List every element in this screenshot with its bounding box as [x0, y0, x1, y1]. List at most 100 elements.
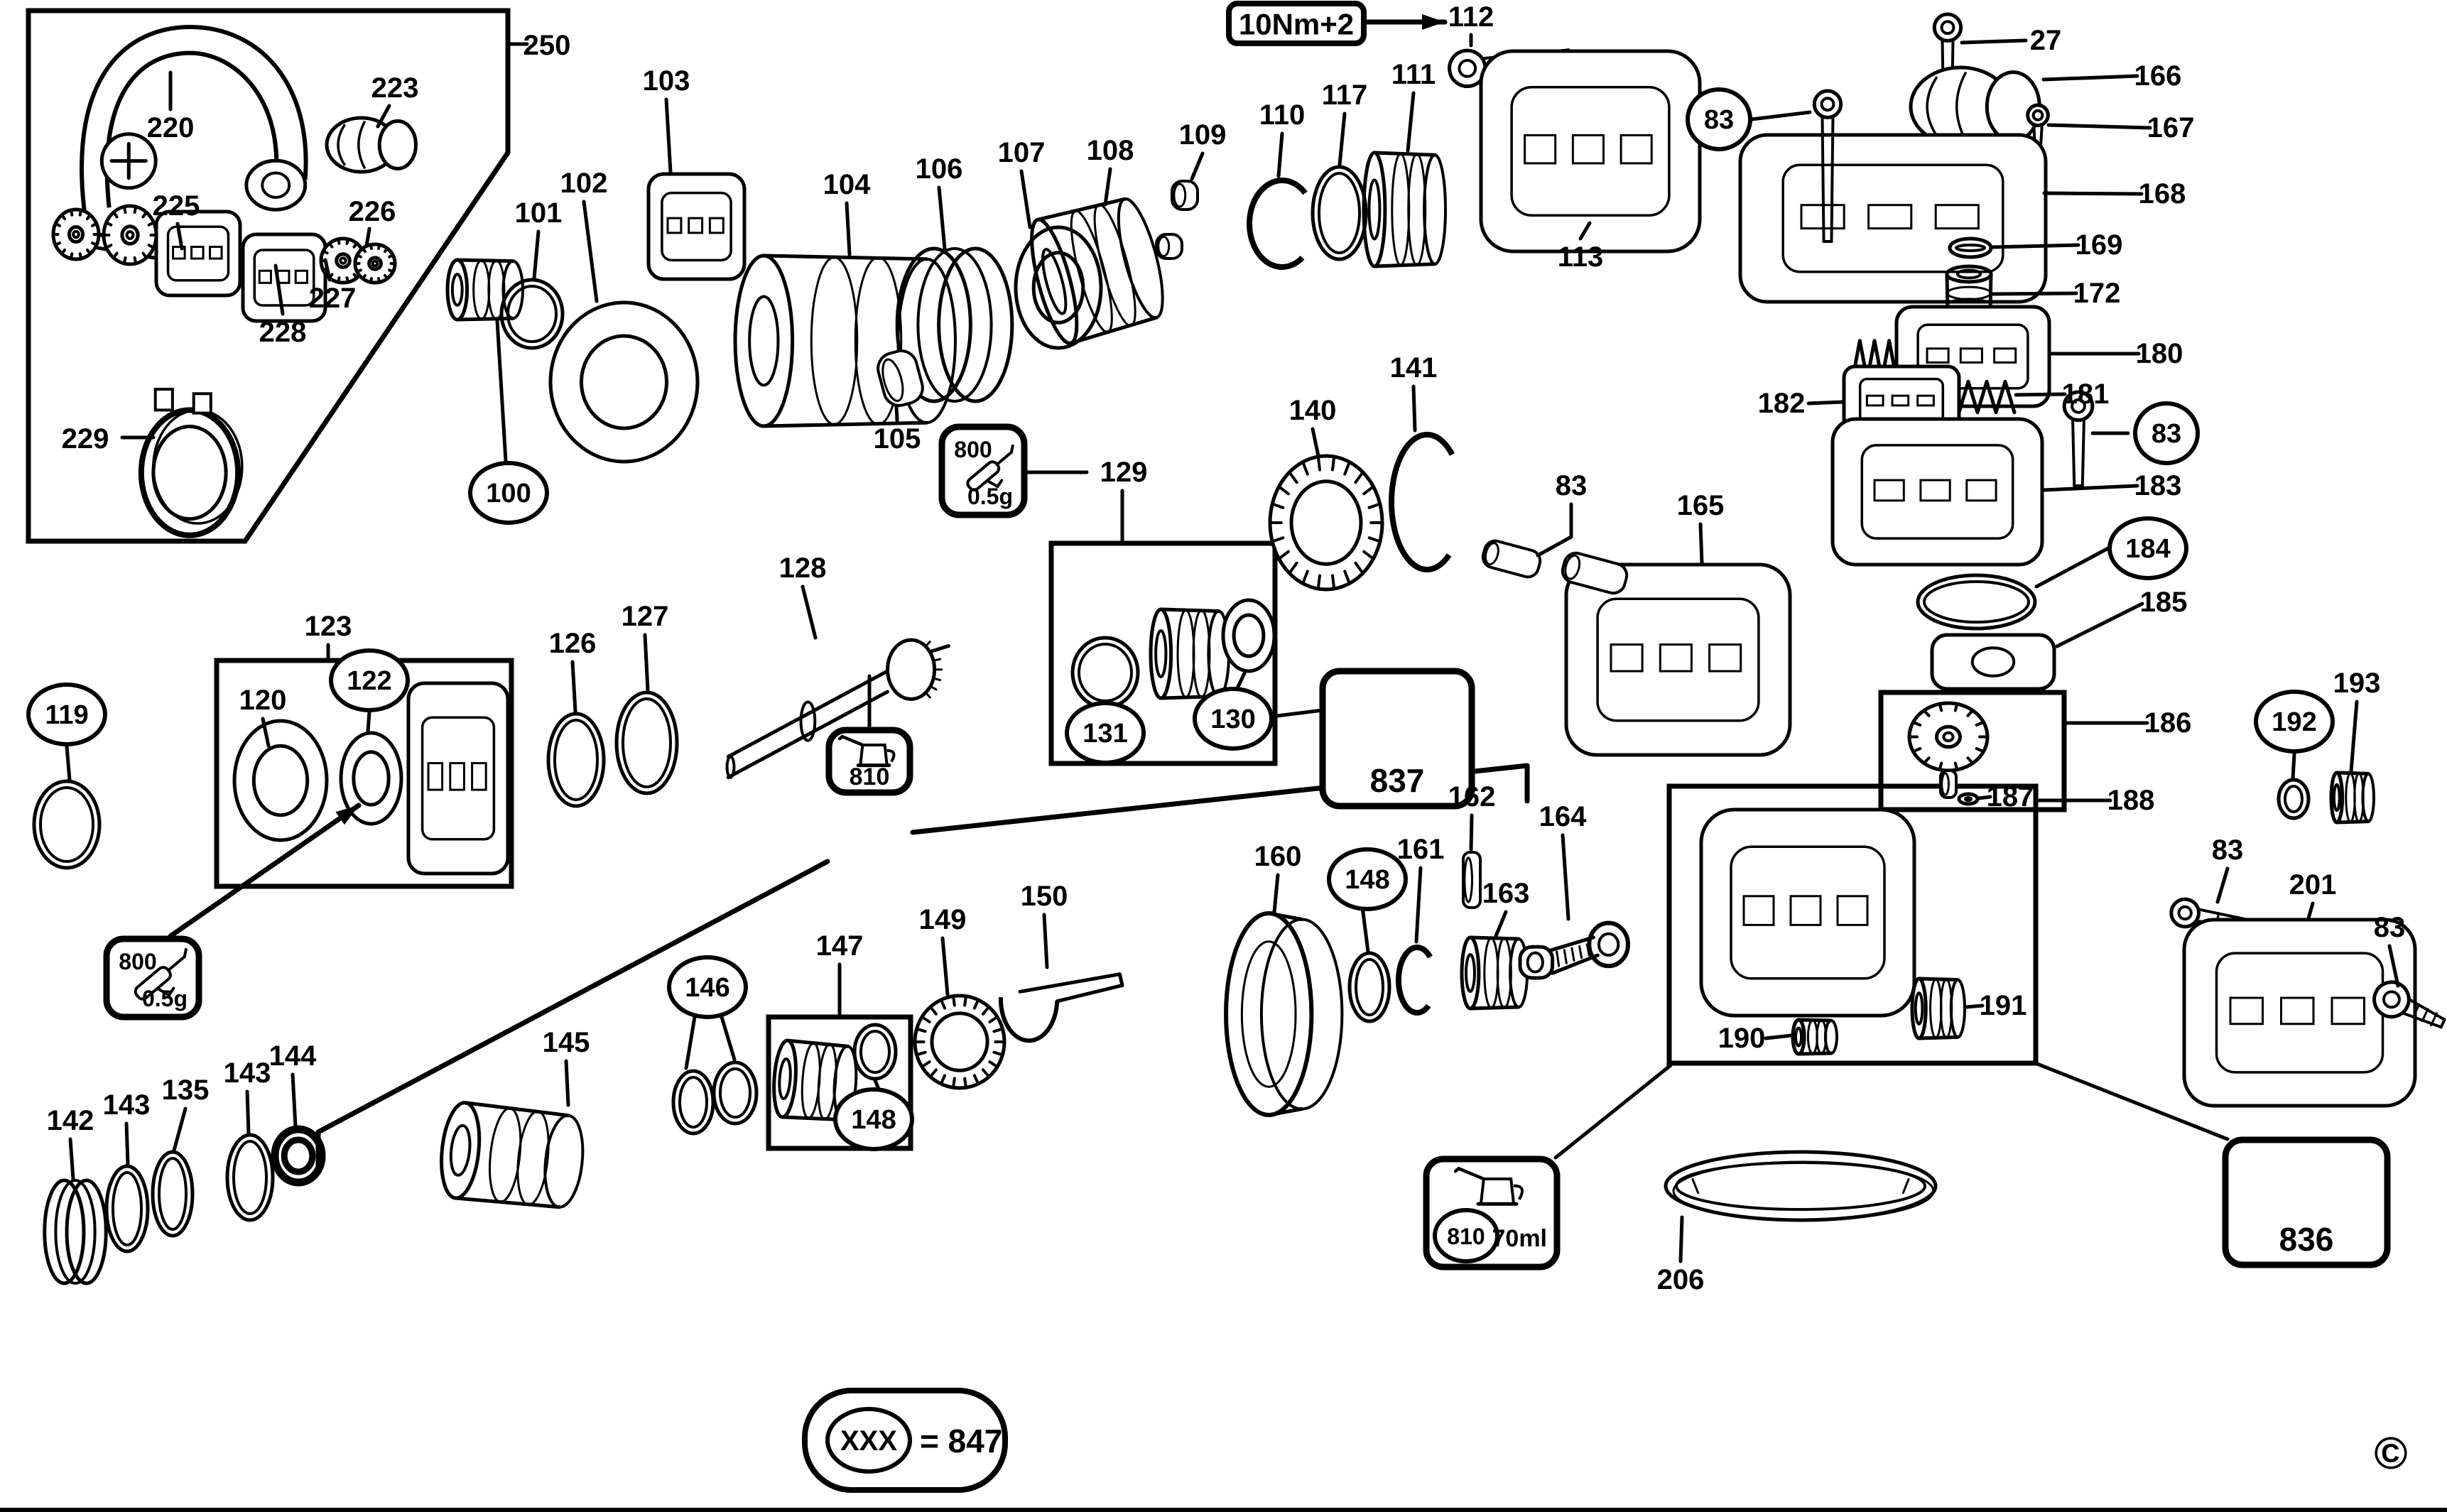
legend-xxx-847: XXX= 847 [802, 1388, 1008, 1493]
svg-text:117: 117 [1322, 80, 1368, 111]
svg-text:141: 141 [1390, 352, 1438, 384]
part-label-150-77: 150 [1021, 881, 1068, 969]
svg-text:167: 167 [2147, 112, 2195, 143]
part-label-107-15: 107 [998, 137, 1045, 229]
part-sketch-blob-46 [1699, 807, 1916, 1018]
svg-text:27: 27 [2030, 25, 2062, 56]
svg-text:113: 113 [1558, 241, 1604, 273]
svg-text:110: 110 [1259, 99, 1306, 131]
part-sketch-coil-15 [895, 246, 1014, 403]
part-label-228-6: 228 [259, 263, 306, 348]
part-label-144-71: 144 [269, 1040, 317, 1128]
part-label-129-55: 129 [1024, 457, 1147, 544]
group-129 [1048, 540, 1278, 766]
svg-text:810: 810 [1447, 1224, 1485, 1249]
part-sketch-pin-54 [1561, 551, 1629, 595]
svg-text:206: 206 [1657, 1264, 1705, 1295]
svg-text:181: 181 [2062, 379, 2110, 410]
part-sketch-pin-17 [877, 349, 924, 407]
part-label-111-20: 111 [1391, 59, 1436, 153]
part-label-148-61: 148 [1327, 847, 1408, 954]
part-sketch-spindle-67 [725, 638, 950, 780]
part-sketch-screwv-37 [1812, 89, 1843, 243]
part-sketch-oring-66 [614, 690, 679, 795]
part-sketch-oring-78 [712, 1060, 759, 1126]
part-label-123-48: 123 [305, 611, 352, 661]
svg-text:166: 166 [2134, 60, 2182, 92]
part-sketch-cyl-76 [440, 1101, 585, 1209]
part-sketch-pin-53 [1481, 539, 1542, 579]
part-label-225-3: 225 [153, 190, 200, 251]
svg-text:148: 148 [1345, 865, 1389, 895]
svg-text:128: 128 [779, 553, 827, 584]
part-sketch-ring-61 [232, 719, 329, 842]
part-label-27-23: 27 [1960, 25, 2062, 56]
part-sketch-ringdark-85 [271, 1125, 326, 1187]
part-sketch-gear-3 [51, 207, 101, 261]
svg-text:XXX: XXX [840, 1425, 897, 1457]
part-label-83-41: 83 [2212, 834, 2244, 904]
part-label-83-78: 83 [1686, 87, 1812, 151]
part-label-193-39: 193 [2333, 668, 2380, 773]
part-sketch-cyl-23 [1362, 151, 1448, 268]
part-sketch-pin-42 [1939, 769, 1958, 799]
svg-text:135: 135 [162, 1075, 210, 1106]
svg-text:192: 192 [2272, 707, 2316, 737]
part-sketch-screw-51 [2372, 980, 2446, 1029]
part-label-191-45: 191 [1964, 990, 2026, 1021]
svg-text:149: 149 [919, 904, 967, 935]
part-label-220-1: 220 [147, 70, 194, 143]
svg-text:83: 83 [1556, 470, 1588, 501]
part-label-127-53: 127 [622, 601, 668, 692]
part-label-229-7: 229 [62, 423, 156, 455]
part-label-140-58: 140 [1289, 395, 1336, 458]
svg-text:142: 142 [47, 1105, 94, 1136]
svg-text:145: 145 [543, 1027, 590, 1058]
svg-text:229: 229 [62, 423, 109, 455]
part-label-169-27: 169 [1990, 229, 2122, 261]
part-sketch-oring-22 [1311, 165, 1368, 261]
svg-text:100: 100 [486, 479, 531, 508]
svg-text:83: 83 [2212, 834, 2244, 866]
part-label-146-67: 146 [667, 955, 748, 1070]
part-label-161-62: 161 [1397, 834, 1444, 944]
svg-text:108: 108 [1087, 135, 1134, 166]
part-sketch-blob-52 [1564, 562, 1792, 757]
part-sketch-cring-21 [1247, 178, 1308, 270]
part-sketch-blob-25 [1479, 49, 1702, 254]
svg-text:70ml: 70ml [1492, 1225, 1548, 1252]
part-sketch-cring-70 [1396, 945, 1433, 1016]
part-label-167-25: 167 [2046, 112, 2195, 143]
svg-text:©: © [2374, 1427, 2407, 1479]
svg-text:105: 105 [874, 423, 921, 455]
svg-text:119: 119 [45, 700, 88, 730]
svg-text:143: 143 [103, 1089, 151, 1121]
svg-text:111: 111 [1391, 59, 1436, 90]
part-label-103-11: 103 [643, 65, 690, 174]
part-sketch-gear-41 [1907, 701, 1990, 773]
svg-text:122: 122 [347, 666, 391, 696]
svg-text:120: 120 [239, 685, 287, 716]
part-sketch-handle-0 [80, 24, 308, 214]
part-label-131-56: 131 [1065, 701, 1146, 765]
svg-text:172: 172 [2073, 278, 2121, 309]
svg-text:131: 131 [1083, 719, 1127, 749]
svg-text:83: 83 [2152, 419, 2181, 449]
svg-text:225: 225 [153, 190, 200, 222]
grease-gun-icon [966, 444, 1014, 491]
part-sketch-blob-13 [646, 172, 747, 281]
part-label-113-22: 113 [1558, 221, 1604, 273]
part-label-149-76: 149 [919, 904, 967, 996]
part-sketch-conrod-73 [1518, 920, 1630, 980]
svg-text:187: 187 [1987, 781, 2034, 812]
part-label-145-70: 145 [543, 1027, 590, 1107]
svg-text:130: 130 [1210, 705, 1255, 734]
svg-text:201: 201 [2289, 869, 2337, 901]
part-label-223-2: 223 [371, 72, 418, 129]
svg-text:109: 109 [1179, 119, 1227, 151]
part-sketch-ring-62 [339, 731, 403, 826]
svg-text:190: 190 [1718, 1023, 1766, 1054]
part-sketch-spring-35 [1957, 379, 2017, 415]
svg-text:180: 180 [2136, 338, 2183, 369]
part-sketch-blob-29 [1738, 133, 2048, 304]
